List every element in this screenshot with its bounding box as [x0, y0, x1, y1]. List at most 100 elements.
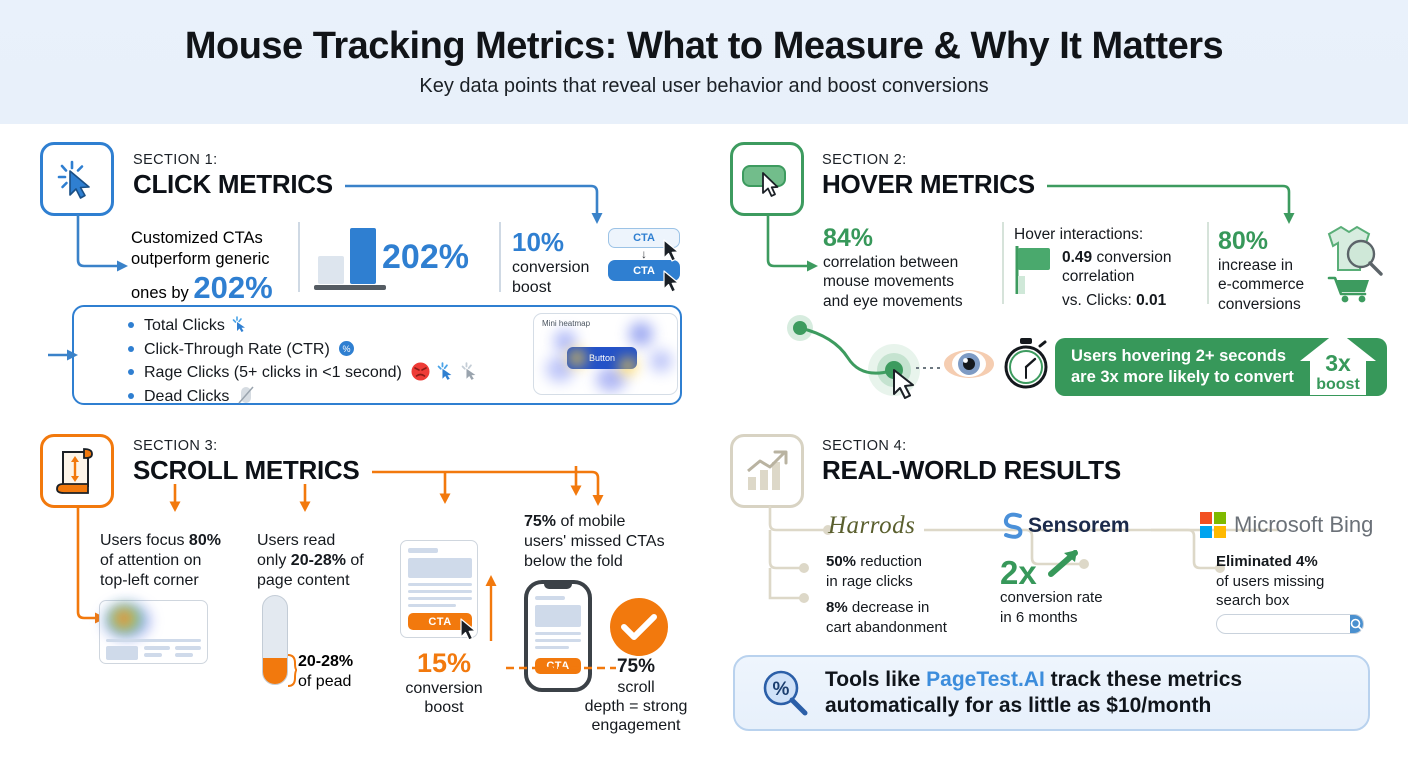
gauge-bracket-icon: [287, 654, 298, 687]
click-sparkle-icon-2: [437, 362, 457, 381]
section2-divider-2: [1207, 222, 1209, 304]
footer-line1-pre: Tools like: [825, 667, 927, 691]
cursor-pointer-icon-3: [460, 618, 480, 642]
page-title: Mouse Tracking Metrics: What to Measure …: [184, 24, 1224, 67]
section3-cta-desktop[interactable]: CTA: [408, 613, 472, 630]
section2-stat2-line2: correlation: [1062, 268, 1135, 286]
section3-stat4-line1: of mobile: [560, 513, 626, 530]
cursor-pointer-icon-2: [663, 270, 683, 294]
hover-button-icon: [741, 159, 793, 199]
heatmap-button[interactable]: Button: [567, 347, 637, 369]
section3-stat5-value: 75%: [616, 656, 656, 677]
section1-bullet-list: Total Clicks Click-Through Rate (CTR) % …: [128, 314, 481, 408]
section3-stat2-line3: page content: [257, 572, 350, 589]
harrods-logo: Harrods: [828, 512, 916, 539]
section2-icon-box: [730, 142, 804, 216]
sensorem-result: conversion rate in 6 months: [1000, 588, 1160, 627]
microsoft-logo-icon: [1200, 512, 1226, 538]
cursor-pointer-icon-1: [663, 239, 683, 263]
bing-result: Eliminated 4% of users missing search bo…: [1216, 552, 1396, 611]
section2-stat2-suffix: conversion: [1096, 249, 1172, 266]
section3-scroll-gauge: [262, 595, 288, 685]
harrods-result-1-value: 50%: [826, 553, 857, 570]
section1-heading: SECTION 1: CLICK METRICS: [133, 152, 333, 200]
section3-heading: SECTION 3: SCROLL METRICS: [133, 438, 360, 486]
section1-stat1-value: 202%: [193, 270, 273, 306]
scroll-up-arrow-icon: [485, 575, 497, 641]
click-cursor-icon: [55, 157, 99, 201]
section1-barchart: [312, 228, 386, 290]
section1-cta-demo: CTA ↓ CTA: [608, 228, 680, 281]
section3-title: SCROLL METRICS: [133, 455, 360, 485]
section2-stat2-heading: Hover interactions:: [1014, 226, 1144, 243]
section2-kicker: SECTION 2:: [822, 152, 907, 168]
section4-icon-box: [730, 434, 804, 508]
harrods-result-1: 50% reduction in rage clicks: [826, 552, 991, 591]
search-icon[interactable]: [1350, 615, 1363, 633]
page-header: Mouse Tracking Metrics: What to Measure …: [0, 0, 1408, 124]
bullet-total-clicks: Total Clicks: [128, 314, 481, 338]
bing-search-input[interactable]: [1200, 616, 1350, 632]
section3-arrow-4: [570, 466, 582, 496]
section2-divider-1: [1002, 222, 1004, 304]
svg-text:%: %: [343, 344, 351, 354]
section3-stat5-line3: engagement: [591, 717, 681, 735]
footer-line1-post: track these metrics: [1044, 667, 1243, 691]
section1-stat1-line3: ones by: [131, 284, 194, 303]
harrods-result-1-line2: in rage clicks: [826, 572, 913, 590]
section2-stat3: 80% increase in e-commerce conversions: [1218, 227, 1328, 314]
bing-result-line3: search box: [1216, 592, 1290, 609]
angry-face-icon: [411, 362, 430, 381]
section4-kicker: SECTION 4:: [822, 438, 907, 454]
sensorem-logo-mark: [1000, 511, 1026, 539]
bing-result-line2: of users missing: [1216, 572, 1325, 590]
section3-stat2-line2-post: of: [345, 552, 364, 569]
page-subtitle: Key data points that reveal user behavio…: [419, 75, 989, 98]
section3-stat5-line1: scroll: [617, 679, 655, 696]
section1-stat1: Customized CTAs outperform generic ones …: [131, 228, 291, 308]
section2-title: HOVER METRICS: [822, 169, 1035, 199]
section4-heading: SECTION 4: REAL-WORLD RESULTS: [822, 438, 1121, 486]
section3-arrow-2: [299, 484, 311, 512]
bullet-ctr: Click-Through Rate (CTR) %: [128, 338, 481, 362]
section1-title: CLICK METRICS: [133, 169, 333, 199]
section1-stat1-line1: Customized CTAs: [131, 229, 263, 247]
section2-stat3-value: 80%: [1218, 227, 1269, 255]
cta-button-active[interactable]: CTA: [608, 260, 680, 281]
ecommerce-shirt-icon: [1315, 222, 1387, 304]
section2-stat2-compare-value: 0.01: [1136, 291, 1167, 309]
section3-phone-mock: CTA: [524, 580, 592, 692]
section3-stat1-value: 80%: [188, 532, 221, 549]
bing-search-box[interactable]: [1200, 614, 1364, 634]
section1-stat2-line2: boost: [512, 278, 552, 296]
section1-mini-heatmap: Mini heatmap Button: [533, 313, 678, 395]
boost-house-badge: 3x boost: [1296, 327, 1380, 399]
sensorem-result-line1: conversion rate: [1000, 589, 1103, 606]
section3-stat4: 75% of mobile users' missed CTAs below t…: [524, 512, 684, 572]
section1-left-connector: [76, 214, 128, 272]
harrods-result-2-value: 8%: [826, 599, 848, 616]
section2-heading: SECTION 2: HOVER METRICS: [822, 152, 1035, 200]
cta-button-inactive[interactable]: CTA: [608, 228, 680, 248]
harrods-result-2-line2: cart abandonment: [826, 618, 947, 636]
section2-stat2-compare-label: vs. Clicks:: [1062, 291, 1132, 309]
success-check-badge: [610, 598, 668, 656]
section3-stat4-line3: below the fold: [524, 553, 623, 570]
section1-header-connector: [345, 184, 603, 224]
fold-line: [506, 666, 616, 670]
footer-brand[interactable]: PageTest.AI: [926, 667, 1045, 691]
section1-divider-2: [499, 222, 501, 292]
section1-divider-1: [298, 222, 300, 292]
section3-arrow-3: [439, 472, 451, 504]
section2-stat3-line3: conversions: [1218, 295, 1301, 313]
click-sparkle-icon: [233, 316, 250, 333]
section3-gauge-value: 20-28%: [298, 653, 354, 670]
section3-stat4-value: 75%: [524, 513, 557, 530]
boost-value: 3x: [1325, 350, 1351, 376]
section2-band-line1: Users hovering 2+ seconds: [1071, 346, 1287, 365]
percent-magnifier-icon: %: [759, 667, 811, 719]
green-flag-icon: [1014, 246, 1058, 294]
section3-icon-box: [40, 434, 114, 508]
section2-header-connector: [1047, 184, 1295, 224]
harrods-result-2: 8% decrease in cart abandonment: [826, 598, 1006, 637]
